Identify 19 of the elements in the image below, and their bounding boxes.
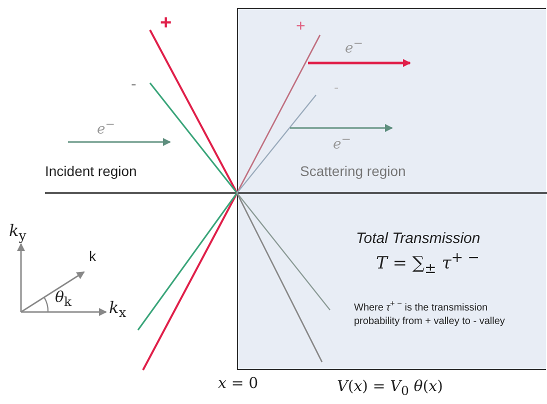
region-label: Incident region [45, 164, 137, 180]
region-label: Scattering region [300, 164, 406, 180]
potential-label: V(x) = V$_{0}$ θ(x) [337, 378, 443, 398]
valley-sign: - [131, 76, 136, 94]
valley-sign: + [296, 18, 306, 36]
axis-label: k$_{x}$ [109, 299, 126, 322]
axis-label: k$_{y}$ [9, 222, 26, 245]
electron-label: e$^{−}$ [345, 37, 364, 58]
scattering-region-panel [237, 8, 546, 370]
formula-text: T = ∑$_{±}$ τ$^{+ −}$ [376, 251, 480, 278]
position-label: x = 0 [218, 375, 258, 392]
vector-label: k [89, 249, 96, 264]
angle-label: θ$_{k}$ [55, 289, 72, 309]
explanation-text: Where τ$^{+ −}$ is the transmission probability from + valley to - valley [354, 298, 506, 328]
electron-label: e$^{−}$ [333, 133, 352, 154]
valley-sign: + [160, 12, 172, 34]
electron-label: e$^{−}$ [97, 118, 116, 138]
valley-sign: - [334, 80, 339, 96]
heading-text: Total Transmission [356, 231, 480, 248]
